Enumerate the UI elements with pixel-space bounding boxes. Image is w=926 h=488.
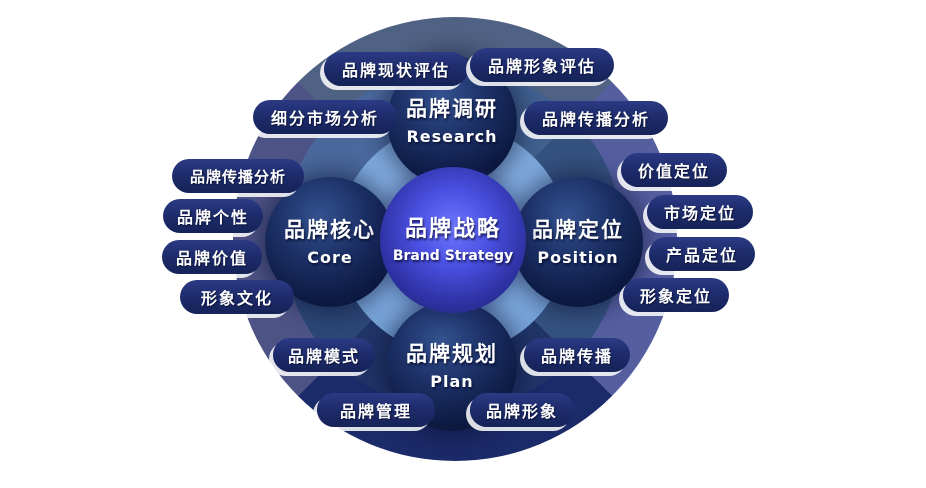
pill-brand-communication-analysis-right: 品牌传播分析 [524, 101, 668, 135]
pill-brand-communication: 品牌传播 [524, 338, 630, 372]
node-core-label-en: Core [307, 247, 353, 267]
pill-product-positioning: 产品定位 [649, 237, 755, 271]
node-research-sphere: 品牌调研 Research [387, 56, 517, 186]
node-position-label-zh: 品牌定位 [532, 218, 624, 243]
node-core-label-zh: 品牌核心 [284, 218, 376, 243]
node-position-label-en: Position [537, 247, 619, 267]
pill-brand-image-evaluation: 品牌形象评估 [470, 48, 614, 82]
pill-image-positioning: 形象定位 [623, 278, 729, 312]
node-research-label-zh: 品牌调研 [406, 97, 498, 122]
node-position-sphere: 品牌定位 Position [513, 177, 643, 307]
node-plan-label-en: Plan [430, 371, 474, 391]
pill-brand-communication-analysis-left: 品牌传播分析 [172, 159, 304, 193]
pill-value-positioning: 价值定位 [621, 153, 727, 187]
center-strategy-sphere: 品牌战略 Brand Strategy [380, 167, 526, 313]
pill-market-positioning: 市场定位 [647, 195, 753, 229]
pill-brand-model: 品牌模式 [273, 338, 375, 372]
pill-brand-personality: 品牌个性 [163, 199, 263, 233]
pill-market-segmentation-analysis: 细分市场分析 [253, 100, 397, 134]
pill-image-culture: 形象文化 [180, 280, 294, 314]
pill-brand-management: 品牌管理 [317, 393, 435, 427]
node-plan-label-zh: 品牌规划 [406, 342, 498, 367]
pill-brand-image: 品牌形象 [470, 393, 574, 427]
center-label-en: Brand Strategy [392, 247, 514, 264]
center-label-zh: 品牌战略 [404, 217, 501, 243]
pill-brand-value: 品牌价值 [162, 240, 262, 274]
node-research-label-en: Research [406, 126, 498, 146]
pill-brand-status-evaluation: 品牌现状评估 [324, 52, 468, 86]
